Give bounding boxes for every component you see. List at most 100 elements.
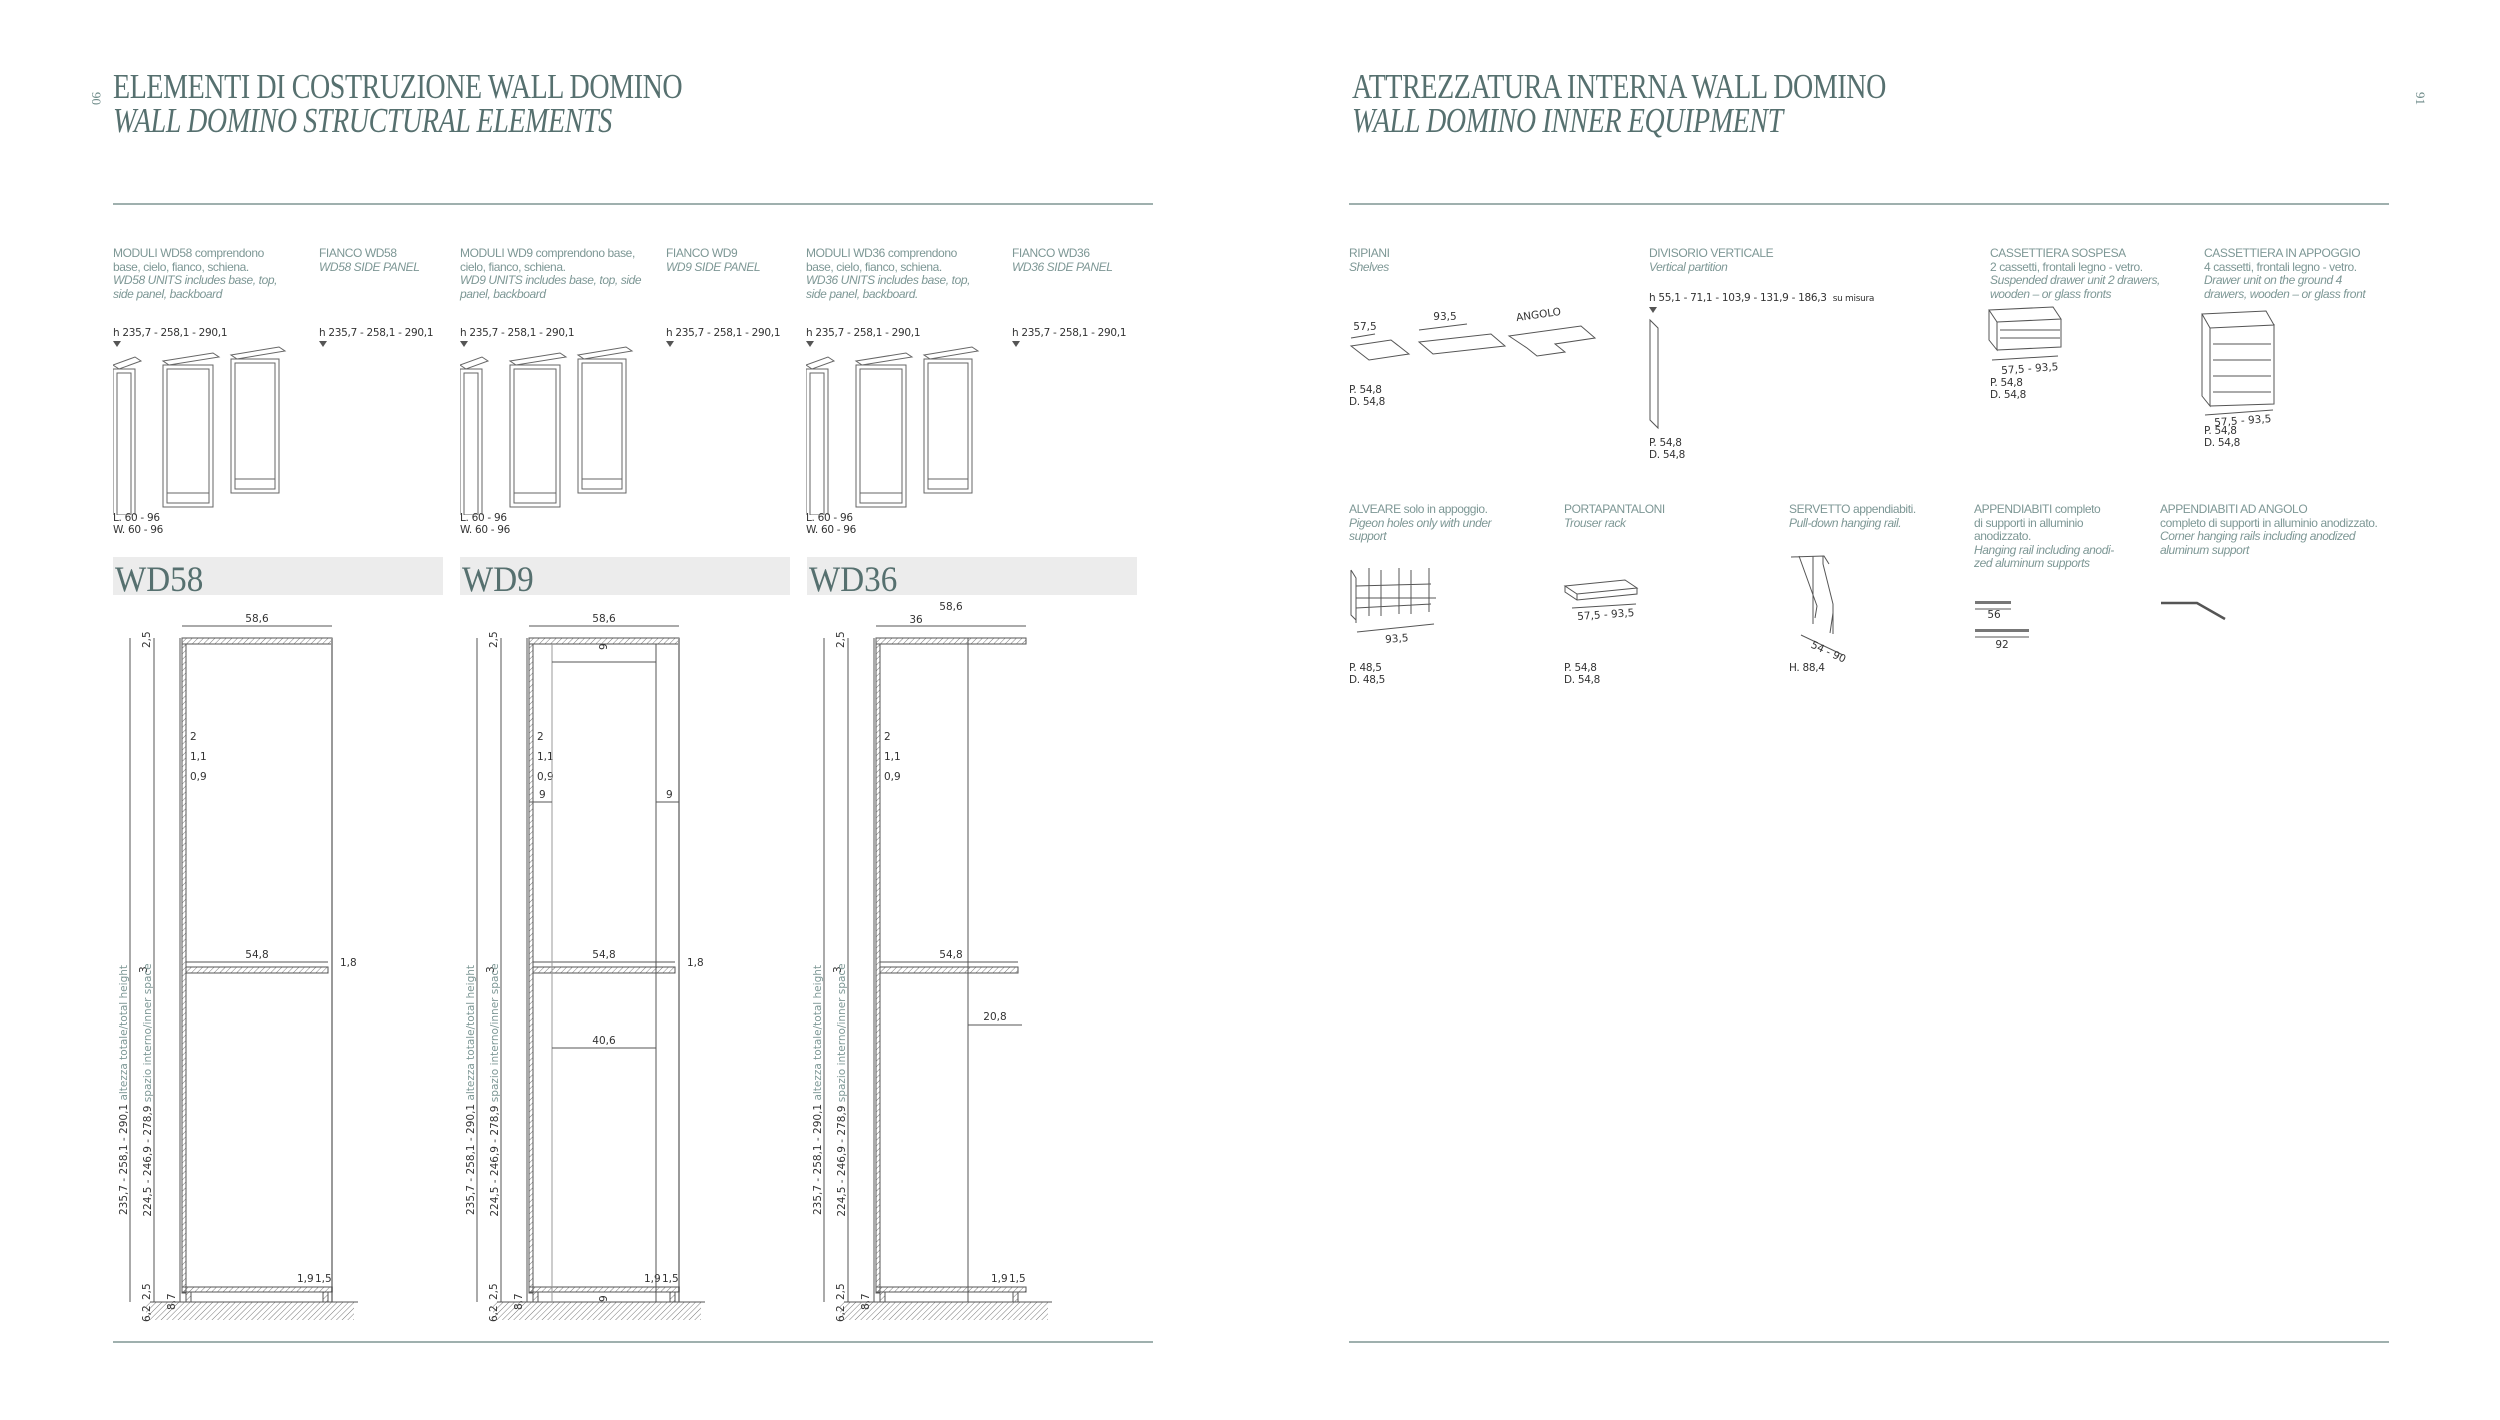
module-iso-drawing [806, 346, 980, 515]
title-en: WALL DOMINO STRUCTURAL ELEMENTS [113, 101, 612, 140]
ground-drawer-drawing: 57,5 - 93,5 [2201, 310, 2275, 429]
dimension-b1: 1,9 [644, 1273, 661, 1285]
unit-top [460, 356, 490, 370]
dimension-width: 58,6 [245, 613, 269, 625]
caption-line: Pigeon holes only with under [1349, 515, 1492, 530]
left-side-panel [875, 643, 881, 1294]
inner-label: spazio interno/inner space [489, 963, 501, 1102]
unit-body [509, 364, 561, 508]
inner-value: 224,5 - 246,9 - 278,9 [142, 1102, 154, 1216]
foot-right [1012, 1291, 1019, 1303]
caption-line: aluminum support [2160, 542, 2249, 557]
caption-line: MODULI WD36 comprendono [806, 246, 957, 260]
unit-top [229, 346, 287, 360]
depth-line: P. 54,8 [1349, 384, 1382, 396]
caption-line: WD9 UNITS includes base, top, side [460, 273, 642, 287]
height-note: su misura [1832, 294, 1875, 304]
unit-body [113, 368, 136, 515]
total-value: 235,7 - 258,1 - 290,1 [812, 1101, 824, 1215]
module-label-band: WD36 [807, 557, 1137, 599]
caption-line: RIPIANI [1349, 246, 1390, 260]
top-divider [113, 203, 1153, 205]
dimension-b2: 1,5 [662, 1273, 679, 1285]
top-divider [1349, 203, 2389, 205]
caption-line: drawers, wooden – or glass front [2204, 286, 2366, 301]
dimension-d1: 2 [190, 731, 197, 743]
module-height: h 235,7 - 258,1 - 290,1 [113, 327, 228, 347]
shelf-corner [1507, 325, 1597, 357]
caption-line: base, cielo, fianco, schiena. [113, 259, 249, 274]
inner-value: 224,5 - 246,9 - 278,9 [836, 1102, 848, 1216]
base-panel [528, 1286, 680, 1293]
caption-line: Corner hanging rails including anodized [2160, 529, 2356, 543]
dimension-inner: 224,5 - 246,9 - 278,9 spazio interno/inn… [489, 963, 501, 1216]
total-value: 235,7 - 258,1 - 290,1 [118, 1101, 130, 1215]
caption-line: zed aluminum supports [1974, 556, 2090, 570]
module-label: WD36 [809, 559, 898, 599]
dimension-inner: 224,5 - 246,9 - 278,9 spazio interno/inn… [836, 963, 848, 1216]
dimension-inner: 224,5 - 246,9 - 278,9 spazio interno/inn… [142, 963, 154, 1216]
side-panel-it: FIANCO WD36 [1012, 246, 1090, 260]
depth-line: D. 54,8 [2204, 437, 2241, 449]
base-panel [181, 1286, 333, 1293]
unit-body [923, 358, 973, 494]
dimension-total: 235,7 - 258,1 - 290,1 altezza totale/tot… [465, 965, 477, 1215]
caption-line: Hanging rail including anodi- [1974, 542, 2114, 557]
item-dimension: 57,5 - 93,5 [2214, 413, 2272, 429]
foot-left [185, 1291, 192, 1303]
unit-inner [809, 372, 825, 515]
unit-inner [463, 372, 479, 515]
corner-rail-drawing [2161, 601, 2226, 621]
side-panel-height: h 235,7 - 258,1 - 290,1 [666, 327, 781, 347]
depth-line: D. 54,8 [1349, 396, 1386, 408]
total-label: altezza totale/total height [812, 965, 824, 1101]
unit-body [162, 364, 214, 508]
item-dimension: 56 [1987, 609, 2001, 621]
item-dimension: 93,5 [1433, 311, 1456, 323]
partition-drawing [1649, 318, 1659, 430]
caption-line: DIVISORIO VERTICALE [1649, 246, 1774, 260]
size-line: L. 60 - 96 [460, 512, 507, 524]
dimension-shelf_gap: 1,8 [687, 957, 704, 969]
dimension-b2: 1,5 [315, 1273, 332, 1285]
shelf-small [1349, 339, 1411, 361]
module-caption: MODULI WD9 comprendono base,cielo, fianc… [460, 246, 642, 301]
inner-value: 224,5 - 246,9 - 278,9 [489, 1102, 501, 1216]
depth-line: P. 54,8 [1990, 377, 2023, 389]
side-panel-height: h 235,7 - 258,1 - 290,1 [319, 327, 434, 347]
unit-top [576, 346, 634, 360]
caption-line: SERVETTO appendiabiti. [1789, 502, 1916, 516]
size-line: W. 60 - 96 [806, 524, 857, 536]
side-panel-height: h 235,7 - 258,1 - 290,1 [1012, 327, 1127, 347]
dimension-d1: 2 [537, 731, 544, 743]
dimension-base: 2,5 [835, 1283, 847, 1300]
size-line: L. 60 - 96 [113, 512, 160, 524]
dimension-width: 58,6 [592, 613, 616, 625]
caption-line: base, cielo, fianco, schiena. [806, 259, 942, 274]
module-label-band: WD58 [113, 557, 443, 599]
unit-top [508, 352, 568, 366]
size-line: W. 60 - 96 [460, 524, 511, 536]
caption-line: WD58 UNITS includes base, top, [113, 273, 278, 287]
dimension-shelf_gap: 1,8 [340, 957, 357, 969]
unit-top [854, 352, 914, 366]
side-panel-en: WD9 SIDE PANEL [666, 259, 761, 274]
shelf [185, 966, 329, 974]
caption-line: cielo, fianco, schiena. [460, 259, 566, 274]
caption-line: CASSETTIERA IN APPOGGIO [2204, 246, 2361, 260]
caption-line: MODULI WD58 comprendono [113, 246, 264, 260]
unit-inner [166, 368, 210, 504]
floor-hatch [493, 1302, 701, 1320]
dimension-b2: 1,5 [1009, 1273, 1026, 1285]
dimension-shelf_thk: 3 [138, 966, 150, 973]
dimension-foot: 6,2 [835, 1305, 847, 1322]
